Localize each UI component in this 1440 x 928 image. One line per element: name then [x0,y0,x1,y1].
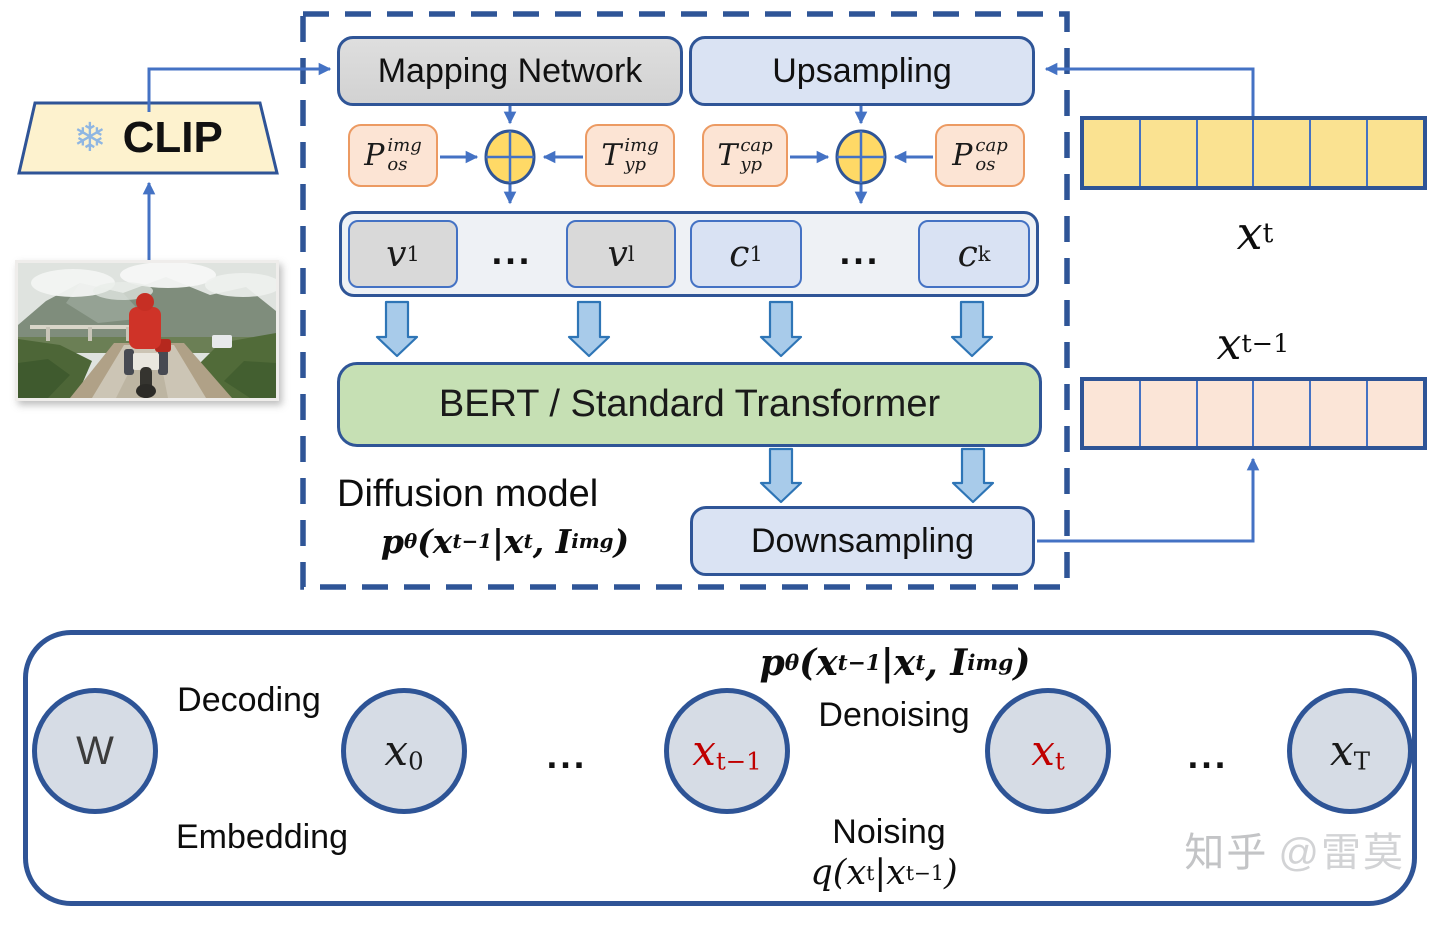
token-c1-sub: 1 [749,242,763,266]
token-vl-base: v [607,233,628,275]
token-ck-sub: k [977,242,991,266]
watermark-user: @雷莫 [1278,831,1405,875]
node-x0-label: x0 [384,726,424,776]
block-arrows [375,300,995,504]
clip-encoder: ❄ CLIP [19,103,277,173]
token-ellipsis-right: ... [839,230,881,273]
node-xT: xT [1287,688,1413,814]
vector-cell [1311,381,1369,446]
embedding-label: Embedding [175,817,348,856]
snowflake-frozen-icon: ❄ [73,116,107,160]
vector-cell [1197,381,1255,446]
clip-trapezoid [17,101,279,175]
clip-to-mapping-arrow [147,62,332,112]
denoising-label: Denoising [818,695,970,734]
chain-ellipsis-right: ... [1187,734,1229,777]
diffusion-model-dashed-border [300,11,1070,590]
xt-latent-vector [1080,116,1427,190]
vector-cell [1140,381,1198,446]
mapping-network-label: Mapping Network [377,51,643,90]
pos-img-sub: os [387,153,408,175]
upsampling-box: Upsampling [689,36,1035,106]
downsampling-label: Downsampling [751,521,974,560]
pos-cap-sub: os [975,153,996,175]
bert-transformer-box: BERT / Standard Transformer [337,362,1042,447]
node-xt-label: xt [1031,726,1065,776]
xt-to-upsampling-arrow [1044,62,1255,116]
token-ck-base: c [957,233,978,275]
pos-cap-sup: cap [975,134,1008,156]
typ-cap-sub: yp [740,153,763,175]
downsampling-box: Downsampling [690,506,1035,576]
zhihu-watermark: 知乎 @雷莫 [1105,826,1405,875]
node-xT-label: xT [1330,726,1370,776]
node-xt1-label: xt−1 [692,726,762,776]
token-vl-sub: l [627,242,635,266]
watermark-site: 知乎 [1184,831,1269,875]
vector-cell [1368,120,1423,186]
typ-img-base: T [601,138,622,173]
diffusion-model-label: Diffusion model [337,472,599,515]
vector-cell [1197,120,1255,186]
pos-img-sup: img [387,134,422,156]
decoding-label: Decoding [177,680,321,719]
token-ellipsis-left: ... [491,230,533,273]
chain-ellipsis-left: ... [546,734,588,777]
typ-cap-base: T [717,138,738,173]
typ-img-sup: img [624,134,659,156]
node-x0: x0 [341,688,467,814]
token-v1-sub: 1 [406,242,420,266]
typ-cap-sup: cap [740,134,773,156]
add-icon-right [835,129,887,185]
token-c1-base: c [729,233,750,275]
input-image-thumbnail [15,260,281,401]
add-icon-left [484,129,536,185]
mapping-network-box: Mapping Network [337,36,683,106]
vector-cell [1311,120,1369,186]
pos-cap-base: P [952,138,973,173]
node-xt: xt [985,688,1111,814]
typ-img-sub: yp [624,153,647,175]
input-photo-motorcycle-scene [18,262,281,398]
bert-transformer-label: BERT / Standard Transformer [438,383,941,425]
clip-label: CLIP [122,113,223,162]
noising-label: Noising [832,812,946,851]
vector-cell [1084,381,1141,446]
node-w: W [32,688,158,814]
vector-cell [1254,120,1312,186]
token-v1-base: v [386,233,407,275]
vector-cell [1368,381,1423,446]
vector-cell [1140,120,1198,186]
node-w-label: W [76,728,114,773]
pos-img-base: P [364,138,385,173]
upsampling-label: Upsampling [772,51,952,90]
xt1-latent-vector [1080,377,1427,450]
node-xt1: xt−1 [664,688,790,814]
downsampling-to-xt1-arrow [1037,457,1260,543]
vector-cell [1084,120,1141,186]
vector-cell [1254,381,1312,446]
